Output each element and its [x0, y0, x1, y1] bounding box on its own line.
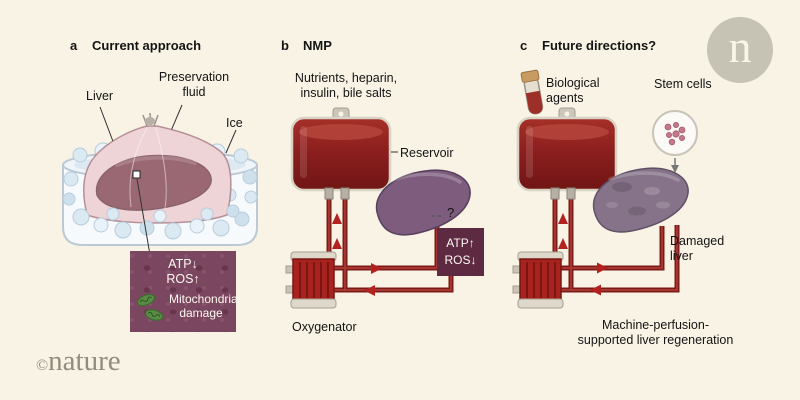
label-nutrients: Nutrients, heparin, insulin, bile salts: [294, 71, 398, 101]
oxygenator-device: [512, 251, 564, 309]
ice-cubes-front: [72, 204, 250, 240]
panel-a-tag: a: [70, 38, 78, 53]
zoom-marker: [132, 170, 141, 179]
nature-logo-text: nature: [48, 345, 121, 377]
question-mark: ?: [447, 205, 455, 220]
preservation-bag: [82, 112, 232, 224]
inset-leader-line: [136, 178, 151, 256]
panel-b-title: NMP: [303, 38, 332, 53]
future-circuit-illustration: [512, 69, 698, 309]
damage-mottling: [606, 182, 670, 216]
test-tube-icon: [520, 69, 544, 115]
reservoir-bag: [516, 107, 618, 200]
label-reservoir: Reservoir: [400, 146, 454, 160]
label-ice: Ice: [226, 116, 243, 130]
label-liver: Liver: [86, 89, 114, 103]
mitochondria-icon: [136, 293, 164, 321]
dish-arrow-head: [671, 165, 679, 173]
mitochondria-inset: ATP↓ ROS↑ Mitochondrial damage: [130, 251, 241, 332]
bag-twist-tie: [142, 112, 159, 127]
flow-arrows: [558, 213, 608, 296]
nature-n-logo: n: [707, 17, 773, 83]
inset-ros: ROS↑: [166, 272, 200, 287]
box-ros: ROS↓: [444, 252, 477, 267]
label-preservation-fluid: Preservation fluid: [158, 70, 230, 100]
panel-c-caption: Machine-perfusion- supported liver regen…: [577, 318, 734, 348]
box-atp: ATP↑: [446, 236, 475, 250]
atp-ros-box: ATP↑ ROS↓: [437, 228, 484, 276]
cold-storage-illustration: [62, 104, 258, 256]
panel-c-title: Future directions?: [542, 38, 657, 53]
liver-cold-illustration: [95, 154, 212, 211]
reservoir-bag: [290, 107, 392, 200]
panel-c-tag: c: [520, 38, 528, 53]
panel-a-title: Current approach: [92, 38, 202, 53]
label-oxygenator: Oxygenator: [292, 320, 357, 334]
nature-wordmark: ©nature: [36, 344, 121, 379]
liver-perfused-illustration: [375, 169, 471, 236]
label-damaged-liver: Damaged liver: [670, 234, 725, 264]
copyright-symbol: ©: [36, 357, 49, 374]
stem-cell-dish-icon: [652, 110, 698, 173]
inset-atp: ATP↓: [168, 257, 198, 271]
flow-arrows: [332, 213, 382, 296]
oxygenator-device: [285, 251, 337, 309]
n-letter: n: [728, 20, 752, 72]
label-stem-cells: Stem cells: [654, 77, 712, 91]
inset-caption: Mitochondrial damage: [169, 292, 241, 320]
nmp-circuit-illustration: [285, 107, 471, 309]
panel-b-tag: b: [281, 38, 289, 53]
liver-damaged-illustration: [592, 167, 689, 233]
label-biological-agents: Biological agents: [546, 76, 600, 106]
